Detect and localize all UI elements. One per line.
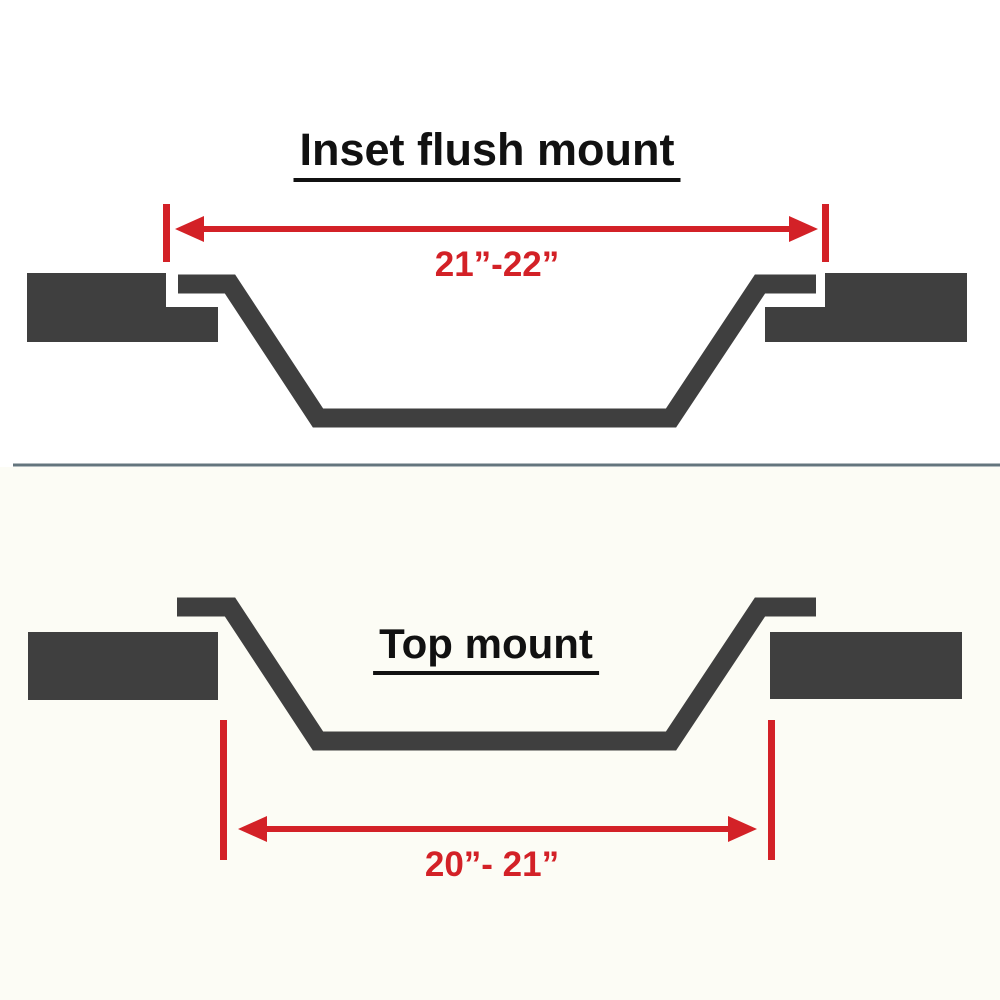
inset-dimension-arrowhead-right bbox=[789, 216, 818, 242]
inset-sink-bowl-profile bbox=[178, 274, 816, 428]
topmount-dimension-tick-left bbox=[220, 720, 227, 860]
topmount-left-countertop-shape bbox=[28, 632, 218, 700]
top-mount-title: Top mount bbox=[373, 621, 599, 676]
inset-dimension-arrowhead-left bbox=[175, 216, 204, 242]
topmount-right-countertop-shape bbox=[770, 632, 962, 699]
inset-dimension-label: 21”-22” bbox=[434, 245, 560, 284]
inset-right-countertop-shape bbox=[765, 273, 967, 342]
topmount-dimension-arrowhead-right bbox=[728, 816, 757, 842]
inset-dimension-tick-right bbox=[822, 204, 829, 262]
inset-dimension-tick-left bbox=[163, 204, 170, 262]
topmount-dimension-label: 20”- 21” bbox=[424, 845, 560, 884]
topmount-dimension-arrowhead-left bbox=[238, 816, 267, 842]
topmount-dimension-tick-right bbox=[768, 720, 775, 860]
inset-left-countertop-shape bbox=[27, 273, 218, 342]
topmount-sink-bowl-profile bbox=[177, 597, 816, 751]
inset-flush-mount-title: Inset flush mount bbox=[293, 126, 681, 183]
